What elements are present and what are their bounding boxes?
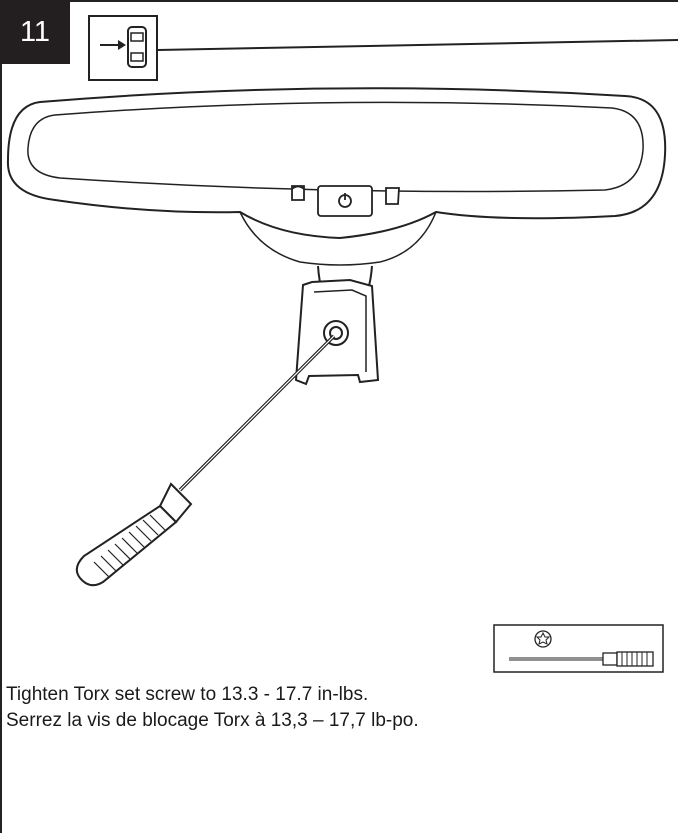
right-indicator-icon <box>385 187 400 205</box>
step-number-badge: 11 <box>0 0 70 64</box>
header-rule <box>157 39 678 51</box>
left-indicator-icon <box>291 185 305 201</box>
rearview-mirror <box>6 87 667 266</box>
tools-graphic <box>493 624 664 673</box>
page-top-border <box>0 0 678 2</box>
step-number: 11 <box>19 15 51 48</box>
screwdriver <box>75 334 336 587</box>
screwdriver-icon <box>509 651 654 667</box>
torx-bit-icon <box>534 630 552 648</box>
required-tools-box <box>493 624 664 673</box>
page-left-border <box>0 0 2 833</box>
mirror-mount <box>294 265 380 386</box>
vehicle-front-arrow-icon <box>88 15 158 81</box>
mirror-buttons <box>291 185 400 217</box>
instruction-french: Serrez la vis de blocage Torx à 13,3 – 1… <box>6 710 419 731</box>
vehicle-location-icon-box <box>88 15 158 81</box>
instruction-english: Tighten Torx set screw to 13.3 - 17.7 in… <box>6 684 369 705</box>
